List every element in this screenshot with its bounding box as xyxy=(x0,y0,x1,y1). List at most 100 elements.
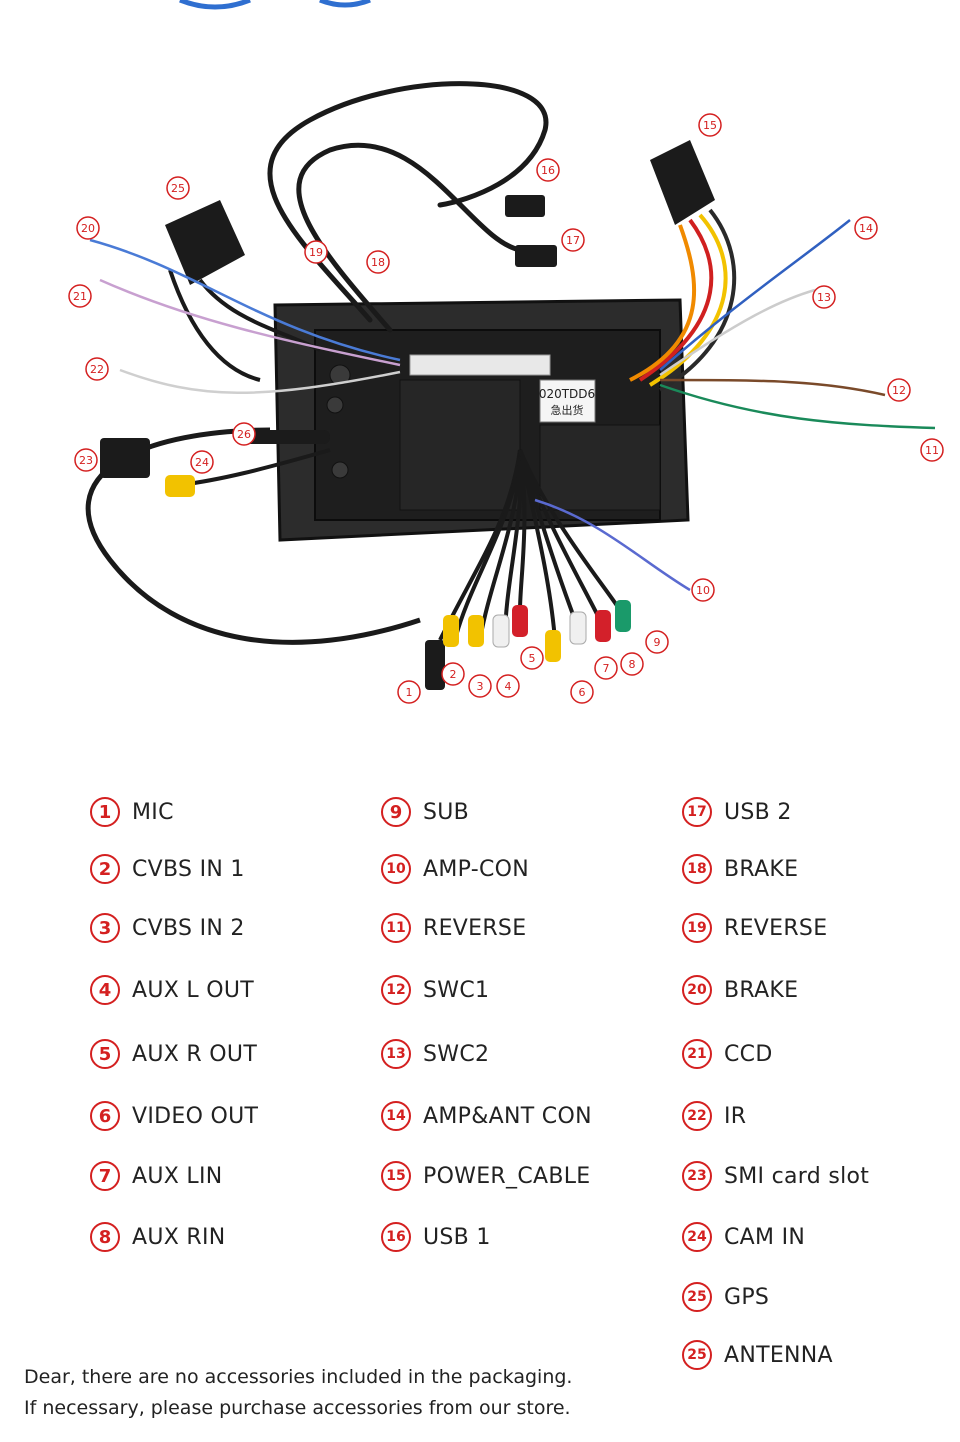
svg-text:13: 13 xyxy=(817,291,831,304)
legend-number-badge: 8 xyxy=(90,1222,120,1252)
legend-item-12: 12 SWC1 xyxy=(381,970,489,1010)
svg-text:25: 25 xyxy=(171,182,185,195)
legend-label: SWC2 xyxy=(423,1041,490,1067)
svg-text:20: 20 xyxy=(81,222,95,235)
legend-number-badge: 17 xyxy=(682,797,712,827)
legend-item-25: 25 GPS xyxy=(682,1277,769,1317)
legend-item-2: 2 CVBS IN 1 xyxy=(90,849,245,889)
svg-text:4: 4 xyxy=(505,680,512,693)
svg-text:23: 23 xyxy=(79,454,93,467)
legend-item-22: 22 IR xyxy=(682,1096,746,1136)
legend-number-badge: 22 xyxy=(682,1101,712,1131)
legend-item-5: 5 AUX R OUT xyxy=(90,1034,257,1074)
legend-number-badge: 1 xyxy=(90,797,120,827)
svg-text:26: 26 xyxy=(237,428,251,441)
svg-text:5: 5 xyxy=(529,652,536,665)
svg-text:8: 8 xyxy=(629,658,636,671)
legend-label: AUX LIN xyxy=(132,1163,223,1189)
svg-text:15: 15 xyxy=(703,119,717,132)
legend-number-badge: 21 xyxy=(682,1039,712,1069)
legend-label: CVBS IN 2 xyxy=(132,915,245,941)
note-line-2: If necessary, please purchase accessorie… xyxy=(24,1397,571,1419)
legend-label: VIDEO OUT xyxy=(132,1103,259,1129)
legend-number-badge: 23 xyxy=(682,1161,712,1191)
legend-label: CAM IN xyxy=(724,1224,806,1250)
svg-text:12: 12 xyxy=(892,384,906,397)
legend-item-3: 3 CVBS IN 2 xyxy=(90,908,245,948)
svg-text:1: 1 xyxy=(406,686,413,699)
svg-text:11: 11 xyxy=(925,444,939,457)
legend-label: SMI card slot xyxy=(724,1163,870,1189)
legend-item-15: 15 POWER_CABLE xyxy=(381,1156,590,1196)
legend-label: REVERSE xyxy=(423,915,527,941)
legend-label: REVERSE xyxy=(724,915,828,941)
legend-item-13: 13 SWC2 xyxy=(381,1034,489,1074)
legend-number-badge: 2 xyxy=(90,854,120,884)
svg-text:14: 14 xyxy=(859,222,873,235)
wiring-harness-diagram: 020TDD6 急出货 xyxy=(68,0,944,704)
sim-card-cable xyxy=(85,427,421,645)
legend-number-badge: 4 xyxy=(90,975,120,1005)
svg-text:24: 24 xyxy=(195,456,209,469)
legend-number-badge: 19 xyxy=(682,913,712,943)
svg-text:17: 17 xyxy=(566,234,580,247)
sticker-code: 020TDD6 xyxy=(539,387,595,401)
legend-label: POWER_CABLE xyxy=(423,1163,591,1189)
svg-text:16: 16 xyxy=(541,164,555,177)
legend-item-8: 8 AUX RIN xyxy=(90,1217,226,1257)
head-unit-back-panel: 020TDD6 急出货 xyxy=(273,298,690,542)
legend-label: USB 1 xyxy=(423,1224,491,1250)
usb-cables xyxy=(267,81,549,333)
gps-antenna xyxy=(165,200,321,382)
legend-number-badge: 25 xyxy=(682,1340,712,1370)
legend-number-badge: 25 xyxy=(682,1282,712,1312)
legend-number-badge: 12 xyxy=(381,975,411,1005)
rca-bundle xyxy=(438,449,622,641)
callout-markers: 15 16 17 25 20 19 18 14 21 13 22 12 26 1… xyxy=(68,113,944,704)
legend-number-badge: 5 xyxy=(90,1039,120,1069)
legend-item-24: 24 CAM IN xyxy=(682,1217,805,1257)
legend-label: CCD xyxy=(724,1041,773,1067)
legend-label: CVBS IN 1 xyxy=(132,856,245,882)
svg-text:22: 22 xyxy=(90,363,104,376)
legend-label: AMP&ANT CON xyxy=(423,1103,592,1129)
svg-text:2: 2 xyxy=(450,668,457,681)
legend-item-4: 4 AUX L OUT xyxy=(90,970,254,1010)
legend-number-badge: 20 xyxy=(682,975,712,1005)
legend-label: SWC1 xyxy=(423,977,490,1003)
legend-number-badge: 9 xyxy=(381,797,411,827)
legend-item-14: 14 AMP&ANT CON xyxy=(381,1096,592,1136)
legend-number-badge: 11 xyxy=(381,913,411,943)
legend-label: BRAKE xyxy=(724,856,799,882)
legend-item-19: 19 REVERSE xyxy=(682,908,827,948)
legend-number-badge: 15 xyxy=(381,1161,411,1191)
legend-item-26: 25 ANTENNA xyxy=(682,1335,833,1375)
sticker-text: 急出货 xyxy=(551,403,584,417)
legend-label: BRAKE xyxy=(724,977,799,1003)
legend-label: GPS xyxy=(724,1284,770,1310)
legend-label: AUX R OUT xyxy=(132,1041,258,1067)
svg-text:3: 3 xyxy=(477,680,484,693)
legend-number-badge: 10 xyxy=(381,854,411,884)
legend-number-badge: 3 xyxy=(90,913,120,943)
legend-label: USB 2 xyxy=(724,799,792,825)
legend-label: ANTENNA xyxy=(724,1342,833,1368)
svg-text:10: 10 xyxy=(696,584,710,597)
legend-number-badge: 14 xyxy=(381,1101,411,1131)
legend-item-23: 23 SMI card slot xyxy=(682,1156,869,1196)
legend-number-badge: 13 xyxy=(381,1039,411,1069)
legend-item-18: 18 BRAKE xyxy=(682,849,798,889)
legend-number-badge: 24 xyxy=(682,1222,712,1252)
svg-text:9: 9 xyxy=(654,636,661,649)
legend-label: MIC xyxy=(132,799,174,825)
legend-item-21: 21 CCD xyxy=(682,1034,773,1074)
legend-label: AUX RIN xyxy=(132,1224,226,1250)
svg-text:19: 19 xyxy=(309,246,323,259)
legend-label: IR xyxy=(724,1103,747,1129)
legend-label: AUX L OUT xyxy=(132,977,255,1003)
legend-number-badge: 18 xyxy=(682,854,712,884)
